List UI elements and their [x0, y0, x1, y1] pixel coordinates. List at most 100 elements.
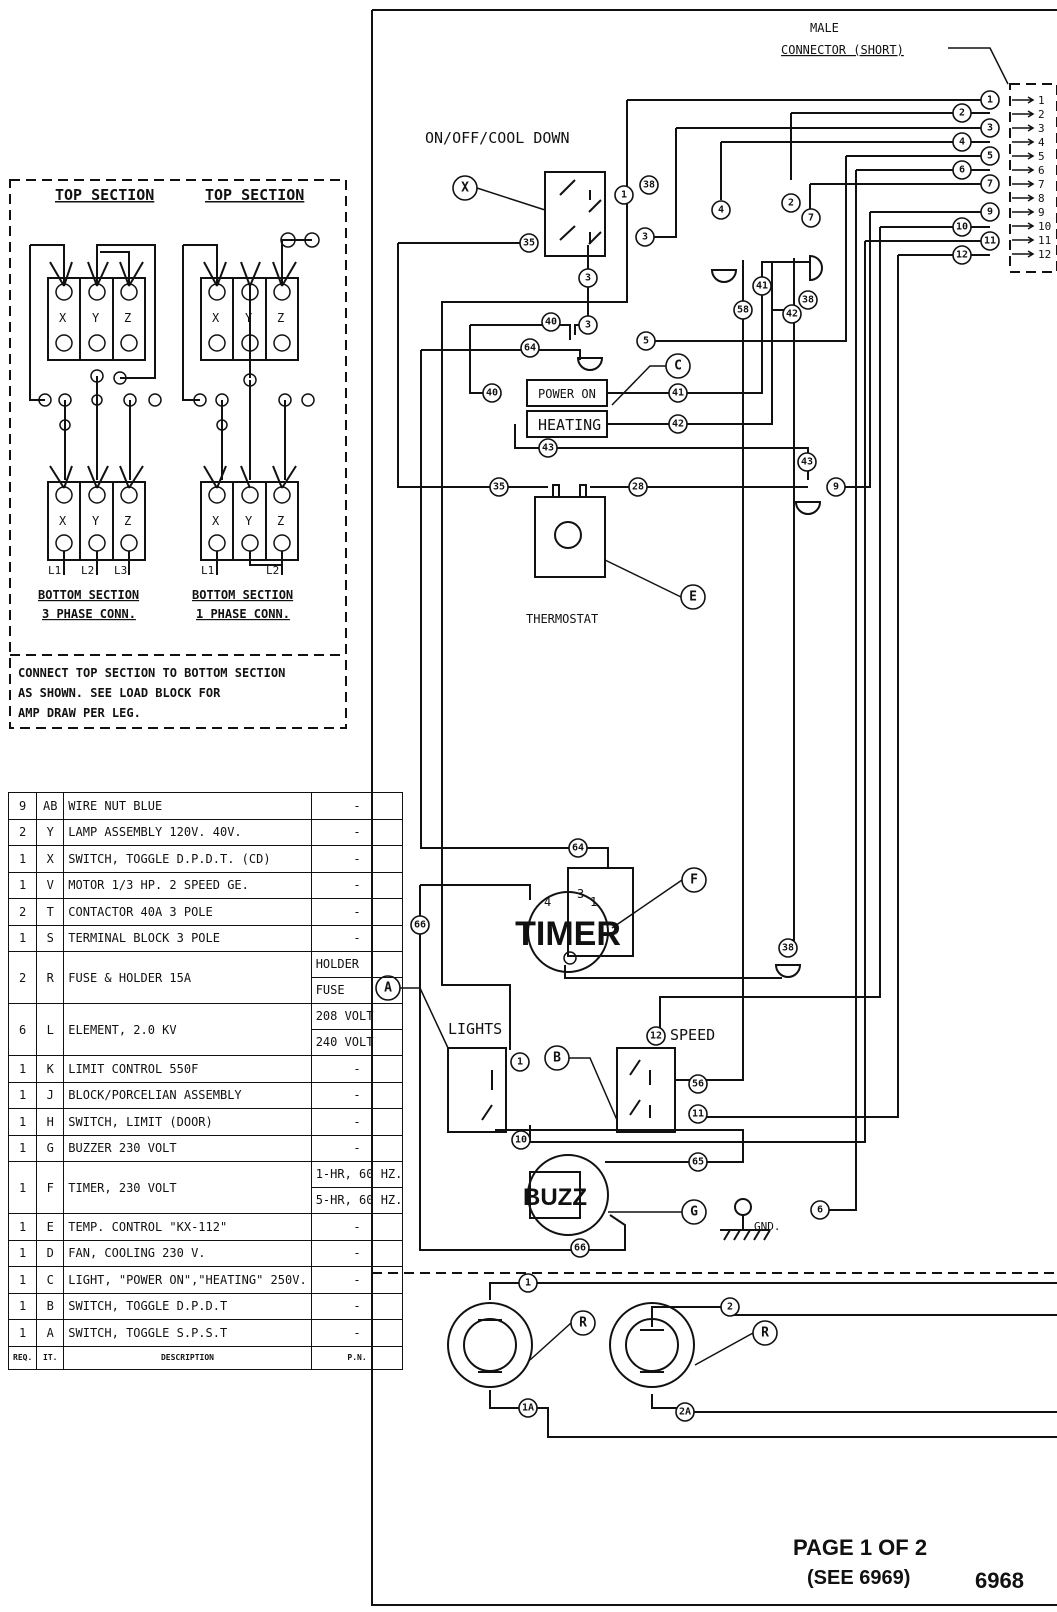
- wire-number-bubble: [980, 146, 1000, 166]
- bom-qty: 6: [7, 1003, 38, 1056]
- wire-number-bubble: [797, 452, 817, 472]
- wire-number-bubble: [639, 175, 659, 195]
- wire-number-text: 38: [782, 943, 794, 954]
- bom-sub-option: 208 VOLT: [315, 1009, 374, 1023]
- speed-label: SPEED: [670, 1026, 715, 1044]
- bom-qty: 2: [7, 898, 38, 926]
- bom-part-number: -: [310, 845, 404, 873]
- bottom-a-subtitle: 3 PHASE CONN.: [42, 607, 136, 621]
- bom-qty: 1: [7, 1055, 38, 1083]
- wire-number-text: 1: [621, 190, 627, 201]
- terminal-z: Z: [277, 311, 284, 325]
- bom-description: SWITCH, TOGGLE D.P.D.T: [63, 1292, 312, 1320]
- wire-number-bubble: [614, 185, 634, 205]
- wire-number-text: 41: [672, 388, 684, 399]
- wire-number-text: 41: [756, 281, 768, 292]
- bom-qty: 1: [7, 1266, 38, 1294]
- bom-item: B: [36, 1292, 65, 1320]
- bom-header-cell: REQ.: [7, 1345, 38, 1370]
- bom-sub-options: 1-HR, 60 HZ.5-HR, 60 HZ.: [310, 1161, 404, 1214]
- lights-switch: [447, 1047, 507, 1133]
- drawing-frame: [371, 9, 1057, 1606]
- top-section-a-label: TOP SECTION: [55, 186, 154, 204]
- wire-number-bubble: [538, 438, 558, 458]
- wire-number-bubble: [798, 290, 818, 310]
- wire-number-bubble: [646, 1026, 666, 1046]
- bom-item: AB: [36, 792, 65, 820]
- wire-number-bubble: [980, 231, 1000, 251]
- callout-e-letter: E: [689, 590, 697, 605]
- bom-part-number: -: [310, 1266, 404, 1294]
- bom-description: CONTACTOR 40A 3 POLE: [63, 898, 312, 926]
- wire-traces: [397, 99, 1057, 1438]
- bom-description: LIGHT, "POWER ON","HEATING" 250V.: [63, 1266, 312, 1294]
- top-section-b-label: TOP SECTION: [205, 186, 304, 204]
- bom-description: BUZZER 230 VOLT: [63, 1134, 312, 1162]
- bom-part-number: -: [310, 1213, 404, 1241]
- wire-number-text: 28: [632, 482, 644, 493]
- wire-number-text: 10: [956, 222, 968, 233]
- terminal-wiring-box: [9, 179, 347, 729]
- wire-number-text: 9: [987, 207, 993, 218]
- terminal-x: X: [212, 311, 220, 325]
- wire-number-bubble: [482, 383, 502, 403]
- connector-pin-arrow: [1012, 250, 1035, 258]
- connection-note-line1: CONNECT TOP SECTION TO BOTTOM SECTION: [18, 666, 285, 680]
- wire-number-text: 38: [802, 295, 814, 306]
- wire-number-text: 65: [692, 1157, 704, 1168]
- wire-number-text: 11: [692, 1109, 704, 1120]
- wire-number-bubble: [636, 331, 656, 351]
- wire-number-text: 38: [643, 180, 655, 191]
- bom-description: FAN, COOLING 230 V.: [63, 1239, 312, 1267]
- bom-part-number: -: [310, 1319, 404, 1347]
- bom-sub-option: 1-HR, 60 HZ.: [315, 1167, 403, 1181]
- bom-qty: 1: [7, 1108, 38, 1136]
- wire-number-text: 1: [517, 1057, 523, 1068]
- power-on-label: POWER ON: [538, 387, 596, 401]
- wire-number-text: 5: [987, 151, 993, 162]
- top-section-b: TOP SECTION X Y Z: [182, 186, 320, 480]
- bottom-section-a: X Y Z L1 L2 L3 BOTTOM SECTION 3 PHASE CO…: [38, 465, 146, 621]
- wire-number-bubble: [635, 227, 655, 247]
- connector-pin-number: 8: [1038, 192, 1045, 205]
- bom-part-number: -: [310, 818, 404, 846]
- wire-number-text: 4: [718, 205, 724, 216]
- callout-r-letter: R: [579, 1316, 587, 1331]
- wire-nut: [809, 254, 823, 282]
- terminal-y: Y: [245, 514, 253, 528]
- wire-number-text: 1: [525, 1278, 531, 1289]
- wire-number-bubble: [782, 304, 802, 324]
- wire-number-text: 12: [956, 250, 968, 261]
- bottom-section-b: X Y Z L1 L2 BOTTOM SECTION 1 PHASE CONN.: [192, 465, 299, 621]
- line-l2: L2: [81, 564, 94, 577]
- wire-number-text: 2: [788, 198, 794, 209]
- drawing-number: 6968: [975, 1568, 1024, 1593]
- bom-qty: 1: [7, 1239, 38, 1267]
- connector-pin-arrow: [1012, 208, 1035, 216]
- buzzer: [527, 1154, 609, 1236]
- connector-pin-arrow: [1012, 166, 1035, 174]
- wire-number-text: 66: [574, 1243, 586, 1254]
- wire-number-bubble: [781, 193, 801, 213]
- bom-item: A: [36, 1319, 65, 1347]
- bom-item: Y: [36, 818, 65, 846]
- bottom-b-title: BOTTOM SECTION: [192, 588, 293, 602]
- bom-description: SWITCH, TOGGLE S.P.S.T: [63, 1319, 312, 1347]
- wire-number-text: 3: [585, 320, 591, 331]
- bom-qty: 9: [7, 792, 38, 820]
- on-off-cool-down-label: ON/OFF/COOL DOWN: [425, 129, 570, 147]
- wire-number-bubble: [980, 90, 1000, 110]
- wire-number-text: 2: [727, 1302, 733, 1313]
- bom-description: BLOCK/PORCELIAN ASSEMBLY: [63, 1081, 312, 1109]
